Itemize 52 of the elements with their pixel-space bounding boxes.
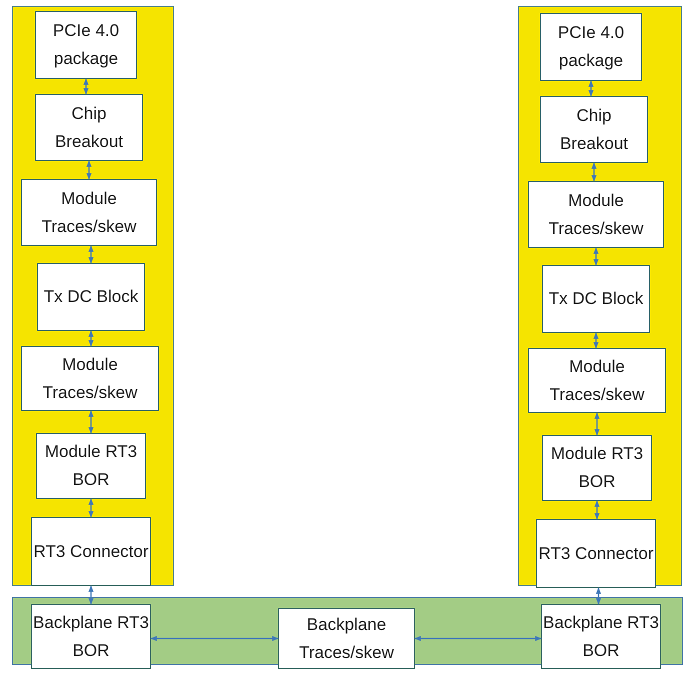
process-box	[31, 517, 151, 586]
process-box	[36, 433, 146, 499]
double-arrow	[594, 412, 600, 436]
process-box	[528, 348, 666, 413]
double-arrow	[596, 587, 602, 605]
double-arrow	[88, 585, 94, 605]
double-arrow	[88, 410, 94, 434]
box-label: Module Traces/skew	[40, 188, 138, 238]
box-label: RT3 Connector	[538, 542, 654, 564]
double-arrow	[414, 636, 542, 642]
process-box	[528, 181, 664, 248]
double-arrow	[588, 80, 594, 97]
double-arrow	[88, 330, 94, 347]
box-label: Module RT3 BOR	[44, 441, 138, 491]
process-box	[541, 604, 661, 669]
box-label: Module RT3 BOR	[550, 443, 644, 493]
box-label: Module Traces/skew	[548, 356, 646, 406]
double-arrow	[88, 498, 94, 518]
process-box	[35, 11, 137, 79]
process-box	[35, 94, 143, 161]
box-label: PCIe 4.0 package	[556, 22, 626, 72]
double-arrow	[594, 500, 600, 520]
process-box	[21, 346, 159, 411]
double-arrow	[150, 636, 279, 642]
process-box	[542, 265, 650, 333]
process-box	[540, 96, 648, 163]
double-arrow	[593, 247, 599, 266]
box-label: Backplane Traces/skew	[298, 614, 395, 664]
box-label: Chip Breakout	[54, 102, 124, 152]
process-box	[542, 435, 652, 501]
double-arrow	[88, 245, 94, 264]
module-panel	[518, 6, 682, 586]
box-label: RT3 Connector	[34, 540, 148, 562]
double-arrow	[86, 160, 92, 180]
box-label: Backplane RT3 BOR	[542, 612, 660, 662]
process-box	[536, 519, 656, 588]
box-label: Tx DC Block	[44, 286, 138, 308]
process-box	[540, 13, 642, 81]
double-arrow	[591, 162, 597, 182]
box-label: Backplane RT3 BOR	[32, 612, 150, 662]
box-label: Module Traces/skew	[548, 190, 644, 240]
box-label: PCIe 4.0 package	[52, 20, 120, 70]
module-panel	[12, 6, 174, 586]
double-arrow	[83, 78, 89, 95]
box-label: Tx DC Block	[548, 288, 644, 310]
box-label: Module Traces/skew	[42, 354, 138, 404]
process-box	[31, 604, 151, 669]
process-box	[278, 608, 415, 669]
process-box	[37, 263, 145, 331]
box-label: Chip Breakout	[558, 104, 630, 154]
double-arrow	[593, 332, 599, 349]
process-box	[21, 179, 157, 246]
